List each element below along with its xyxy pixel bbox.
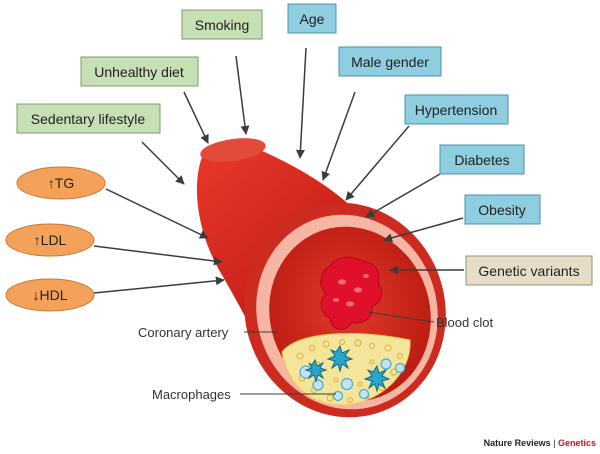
callout-lines [240, 311, 435, 395]
hypertension-label: Hypertension [415, 102, 498, 118]
smoking-label: Smoking [195, 17, 249, 33]
age-box [287, 3, 337, 34]
credit-journal: Nature Reviews [484, 438, 551, 448]
male-gender-box [338, 46, 442, 77]
credit-separator: | [551, 438, 558, 448]
arrow-hypertension [345, 125, 410, 201]
lifestyle-factors: Smoking Unhealthy diet Sedentary lifesty… [16, 9, 263, 134]
arrow-diabetes [365, 173, 441, 218]
artery-illustration [196, 138, 446, 418]
arrow-male-gender [321, 91, 356, 181]
arrow-hdl [93, 276, 225, 294]
credit-section: Genetics [558, 438, 596, 448]
sedentary-box [16, 103, 161, 134]
sedentary-label: Sedentary lifestyle [31, 111, 146, 127]
unhealthy-diet-label: Unhealthy diet [94, 64, 184, 80]
smoking-box [181, 9, 263, 40]
clinical-factors: Age Male gender Hypertension Diabetes Ob… [287, 3, 541, 225]
arrow-sedentary [141, 141, 185, 185]
callout-line-clot [367, 311, 435, 323]
diabetes-box [439, 144, 525, 175]
macrophages-label: Macrophages [152, 387, 231, 402]
genetic-variants-box [465, 255, 593, 286]
artery-far-opening [200, 138, 266, 162]
unhealthy-diet-box [80, 56, 199, 87]
hypertension-box [404, 94, 509, 125]
arrow-age [295, 47, 307, 159]
arrow-smoking [235, 55, 250, 135]
arrow-obesity [383, 217, 464, 243]
risk-arrows [93, 47, 464, 294]
blood-clot-cells [333, 274, 369, 307]
arrow-tg [105, 188, 209, 239]
arrow-unhealthy-diet [183, 91, 209, 144]
foam-cells [299, 358, 406, 402]
diabetes-label: Diabetes [454, 152, 509, 168]
ldl-label: ↑LDL [34, 232, 67, 248]
hdl-oval [5, 278, 95, 312]
blood-clot-label: Blood clot [436, 315, 493, 330]
ldl-oval [5, 223, 95, 257]
coronary-artery-label: Coronary artery [138, 325, 229, 340]
tg-label: ↑TG [48, 175, 74, 191]
genetic-factor: Genetic variants [465, 255, 593, 286]
macrophage-cells [304, 344, 391, 393]
credit-line: Nature Reviews | Genetics [484, 438, 596, 448]
obesity-label: Obesity [478, 202, 525, 218]
hdl-label: ↓HDL [32, 287, 67, 303]
tg-oval [16, 166, 106, 200]
obesity-box [464, 194, 541, 225]
male-gender-label: Male gender [351, 54, 429, 70]
age-label: Age [300, 11, 325, 27]
arrow-ldl [93, 245, 223, 266]
genetic-variants-label: Genetic variants [478, 263, 579, 279]
lipid-factors: ↑TG ↑LDL ↓HDL [5, 166, 106, 312]
